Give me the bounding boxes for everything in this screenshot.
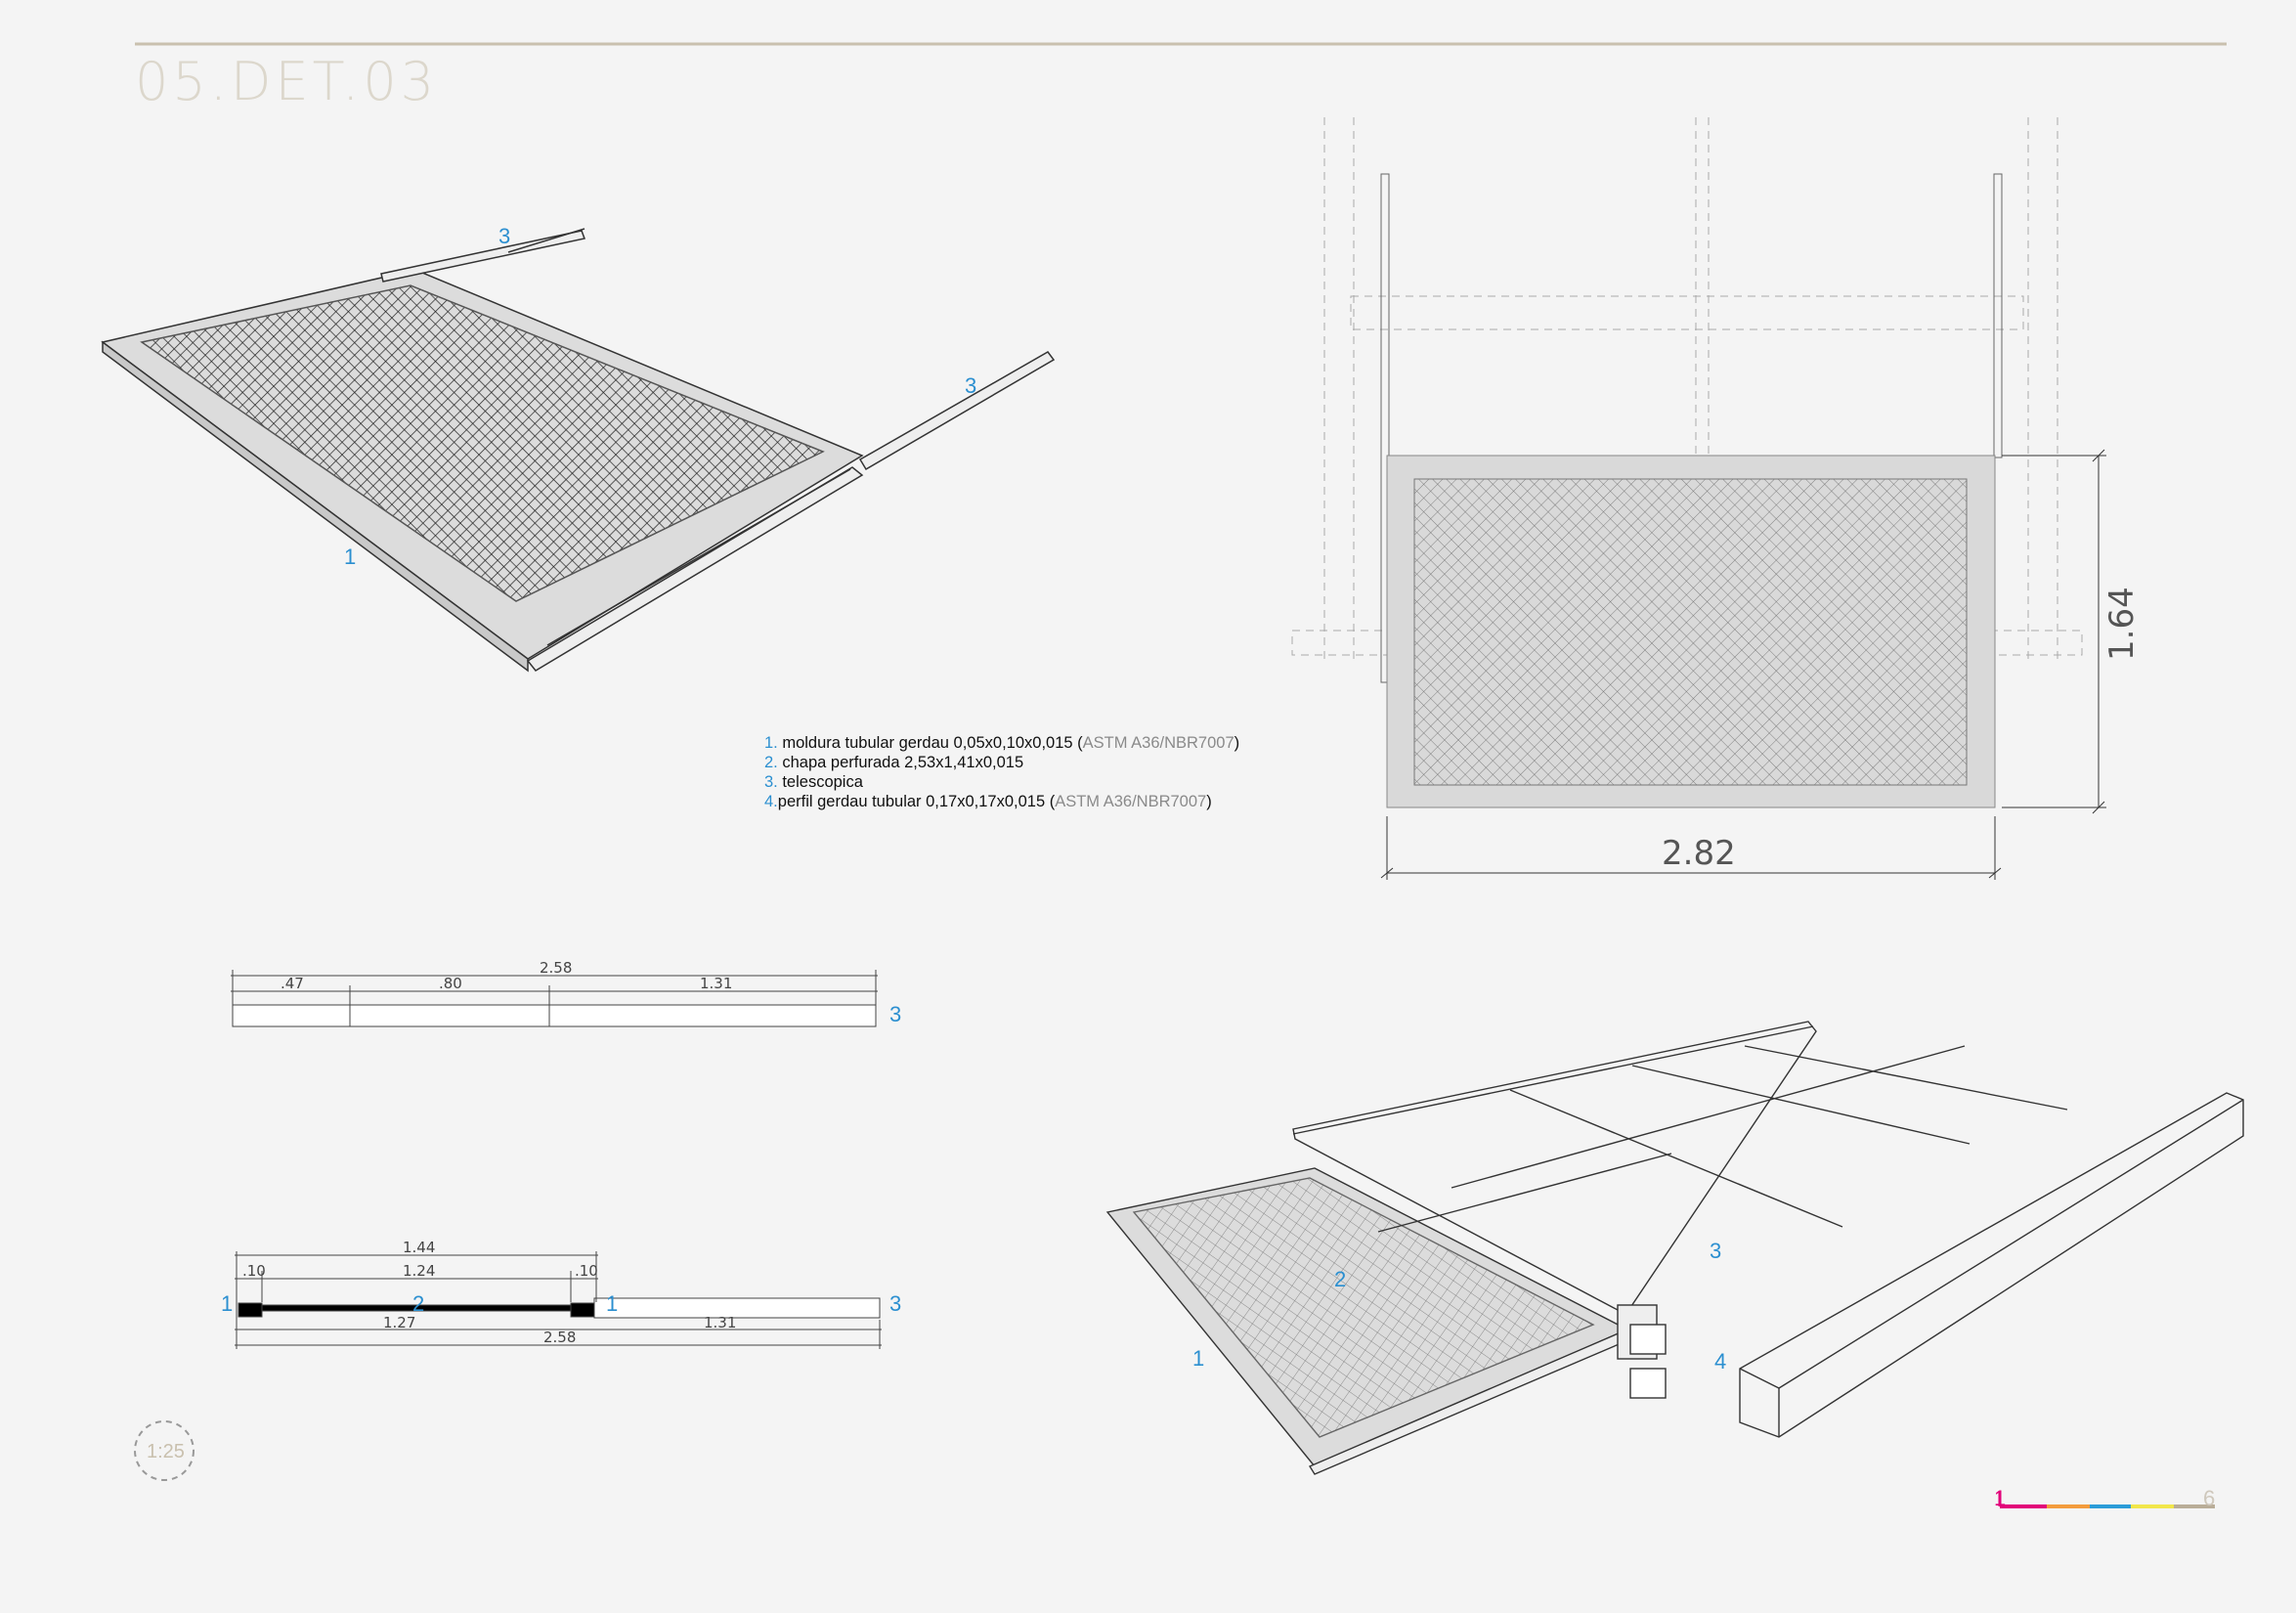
section-tag-slide: 3: [889, 1291, 901, 1316]
section-right-gap-dim: .10: [575, 1262, 598, 1280]
slide-body: [232, 1004, 877, 1027]
assembly-mesh: [1132, 1177, 1595, 1438]
callout-slide-top: 3: [498, 224, 510, 248]
isometric-panel-top-left: [101, 228, 1056, 673]
assembly-tag-beam: 4: [1714, 1349, 1726, 1373]
assembly-beam-4: [1739, 1092, 2244, 1438]
page-band: [1998, 1491, 2215, 1508]
materials-legend: 1. moldura tubular gerdau 0,05x0,10x0,01…: [764, 733, 1239, 811]
plan-view: [1291, 117, 2106, 880]
slide-total-dim: 2.58: [540, 959, 572, 977]
legend-close: ): [1234, 734, 1240, 752]
slide-seg3-dim: 1.31: [700, 975, 732, 992]
legend-text: chapa perfurada 2,53x1,41x0,015: [777, 754, 1024, 771]
section-left-gap-dim: .10: [242, 1262, 266, 1280]
legend-standard: ASTM A36/NBR7007: [1082, 734, 1235, 752]
section-tag-frame-left: 1: [221, 1291, 233, 1316]
slide-seg1-dim: .47: [281, 975, 304, 992]
assembly-tag-frame: 1: [1192, 1346, 1204, 1371]
legend-text: moldura tubular gerdau 0,05x0,10x0,015 (: [777, 734, 1083, 752]
plan-right-guide: [1993, 173, 2003, 458]
legend-standard: ASTM A36/NBR7007: [1055, 793, 1207, 810]
legend-text: telescopica: [777, 773, 863, 791]
legend-close: ): [1206, 793, 1212, 810]
section-bottom-total-dim: 2.58: [543, 1329, 576, 1346]
section-top-dim: 1.44: [403, 1239, 435, 1256]
plan-height-dim: 1.64: [2102, 587, 2142, 661]
top-left-callouts: 3 3 1: [344, 224, 976, 569]
page-end: 6: [2203, 1486, 2215, 1510]
callout-frame: 1: [344, 545, 356, 569]
slide-rail-right: [858, 351, 1056, 471]
legend-num: 3.: [764, 773, 778, 791]
slide-rail-top: [380, 230, 586, 283]
section-bottom-right-dim: 1.31: [704, 1314, 736, 1331]
plan-mesh: [1413, 478, 1968, 786]
slide-elevation-tag: 3: [889, 1002, 901, 1026]
scale-badge: [134, 1420, 195, 1481]
assembly-tag-slide: 3: [1710, 1239, 1721, 1263]
section-tag-frame-right: 1: [606, 1291, 618, 1316]
legend-num: 1.: [764, 734, 778, 752]
scale-text: 1:25: [147, 1441, 185, 1462]
assembly-tag-plate: 2: [1334, 1267, 1346, 1291]
section-slide: [593, 1297, 881, 1319]
slide-elevation: [231, 970, 878, 1027]
sheet-title: 05.DET.03: [135, 51, 439, 112]
legend-num: 2.: [764, 754, 778, 771]
slide-rail-bottom: [526, 466, 864, 672]
page-start: 1: [1994, 1486, 2006, 1510]
legend-item-3: 3. telescopica: [764, 772, 1239, 792]
section-tag-plate: 2: [412, 1291, 424, 1316]
plan-width-dim: 2.82: [1662, 834, 1736, 873]
legend-item-4: 4.perfil gerdau tubular 0,17x0,17x0,015 …: [764, 792, 1239, 811]
section-frame-left: [238, 1302, 263, 1318]
legend-text: perfil gerdau tubular 0,17x0,17x0,015 (: [777, 793, 1056, 810]
callout-slide-right: 3: [965, 373, 976, 398]
mesh-plate: [140, 284, 825, 602]
legend-item-1: 1. moldura tubular gerdau 0,05x0,10x0,01…: [764, 733, 1239, 753]
plan-left-guide: [1380, 173, 1390, 683]
section-frame-right: [570, 1302, 595, 1318]
section-mid-dim: 1.24: [403, 1262, 435, 1280]
legend-item-2: 2. chapa perfurada 2,53x1,41x0,015: [764, 753, 1239, 772]
slide-seg2-dim: .80: [439, 975, 462, 992]
section-bottom-left-dim: 1.27: [383, 1314, 415, 1331]
frame-side-face: [102, 340, 529, 673]
slide-rail-line: [546, 468, 851, 646]
isometric-assembly: [1105, 1021, 2244, 1475]
section-view: [235, 1251, 882, 1349]
legend-num: 4.: [764, 793, 778, 810]
